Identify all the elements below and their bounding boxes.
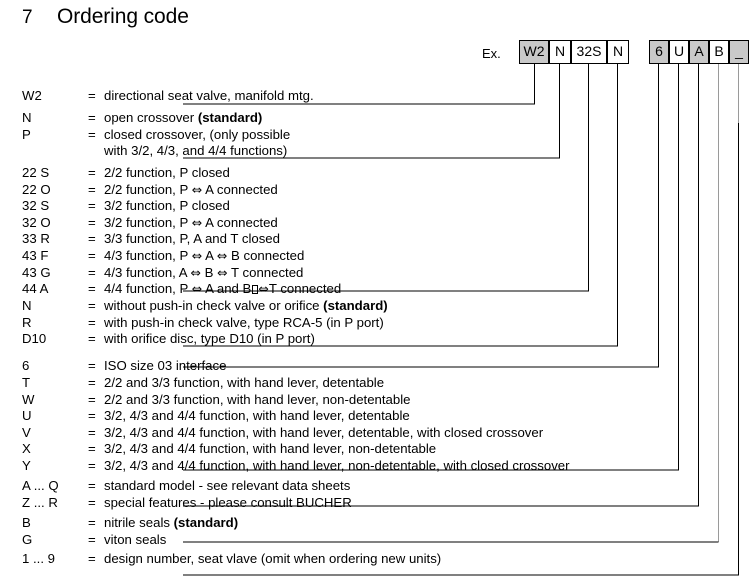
spec-code: 22 O <box>22 181 51 197</box>
spec-equals: = <box>88 478 96 493</box>
spec-equals: = <box>88 110 96 125</box>
spec-description: standard model - see relevant data sheet… <box>104 478 351 493</box>
code-box-9[interactable]: _ <box>729 40 749 64</box>
spec-equals: = <box>88 358 96 373</box>
spec-code: Y <box>22 458 31 473</box>
spec-description: with orifice disc, type D10 (in P port) <box>104 331 315 347</box>
spec-code: U <box>22 408 32 424</box>
page-title: Ordering code <box>57 5 189 28</box>
spec-equals: = <box>88 181 96 197</box>
spec-equals: = <box>88 165 96 180</box>
spec-equals: = <box>88 298 96 313</box>
spec-description: 3/3 function, P, A and T closed <box>104 231 280 247</box>
spec-description: special features - please consult BUCHER <box>104 494 352 510</box>
spec-equals: = <box>88 198 96 214</box>
spec-code: 43 G <box>22 264 51 280</box>
spec-description: 2/2 and 3/3 function, with hand lever, n… <box>104 391 411 407</box>
spec-equals: = <box>88 281 96 297</box>
spec-description: with 3/2, 4/3, and 4/4 functions) <box>104 143 288 159</box>
spec-description: closed crossover, (only possible <box>104 126 291 142</box>
spec-code: B <box>22 515 31 530</box>
spec-description: 3/2 function, P ⇔ A connected <box>104 214 278 230</box>
spec-code: 44 A <box>22 281 49 297</box>
spec-equals: = <box>88 424 96 440</box>
spec-equals: = <box>88 231 96 247</box>
spec-equals: = <box>88 126 96 142</box>
spec-code: Z ... R <box>22 494 58 510</box>
spec-code: 32 S <box>22 198 50 214</box>
spec-equals: = <box>88 408 96 424</box>
spec-description: 4/3 function, A ⇔ B ⇔ T connected <box>104 264 304 280</box>
spec-code: R <box>22 314 32 330</box>
spec-code: G <box>22 531 33 547</box>
spec-description: ISO size 03 interface <box>104 358 227 373</box>
spec-equals: = <box>88 458 96 473</box>
spec-description: 4/3 function, P ⇔ A ⇔ B connected <box>104 248 305 263</box>
spec-code: P <box>22 126 31 142</box>
spec-code: W <box>22 391 35 407</box>
spec-description: nitrile seals (standard) <box>104 515 239 530</box>
spec-description: open crossover (standard) <box>104 110 263 125</box>
spec-description: viton seals <box>104 531 167 547</box>
spec-code: X <box>22 441 31 457</box>
spec-code: 43 F <box>22 248 49 263</box>
spec-code: 33 R <box>22 231 50 247</box>
spec-description: with push-in check valve, type RCA-5 (in… <box>104 314 384 330</box>
spec-equals: = <box>88 441 96 457</box>
spec-equals: = <box>88 494 96 510</box>
spec-code: 22 S <box>22 165 50 180</box>
spec-equals: = <box>88 314 96 330</box>
spec-equals: = <box>88 331 96 347</box>
spec-equals: = <box>88 531 96 547</box>
spec-equals: = <box>88 214 96 230</box>
code-box-8[interactable]: B <box>709 40 729 64</box>
spec-equals: = <box>88 248 96 263</box>
spec-equals: = <box>88 551 96 566</box>
spec-code: W2 <box>22 88 42 103</box>
spec-code: T <box>22 375 31 390</box>
spec-code: A ... Q <box>22 478 59 493</box>
spec-description: 3/2, 4/3 and 4/4 function, with hand lev… <box>104 458 570 473</box>
spec-description: directional seat valve, manifold mtg. <box>104 88 314 103</box>
code-box-3[interactable]: 32S <box>571 40 607 64</box>
spec-description: 3/2 function, P closed <box>104 198 230 214</box>
page-heading: 7 Ordering code <box>0 0 751 44</box>
code-box-7[interactable]: A <box>689 40 709 64</box>
example-label: Ex. <box>482 46 501 61</box>
spec-code: V <box>22 424 31 440</box>
section-number: 7 <box>22 7 33 28</box>
spec-code: D10 <box>22 331 47 347</box>
spec-description: 4/4 function, P ⇔ A and B⇔T connected <box>104 281 342 297</box>
spec-description: 2/2 function, P ⇔ A connected <box>104 181 278 197</box>
spec-description: design number, seat vlave (omit when ord… <box>104 551 442 566</box>
code-box-4[interactable]: N <box>607 40 629 64</box>
code-box-2[interactable]: N <box>549 40 571 64</box>
spec-code: 1 ... 9 <box>22 551 55 566</box>
spec-description: 3/2, 4/3 and 4/4 function, with hand lev… <box>104 408 410 424</box>
spec-code: N <box>22 298 32 313</box>
spec-equals: = <box>88 264 96 280</box>
spec-description: 2/2 and 3/3 function, with hand lever, d… <box>104 375 385 390</box>
spec-description: 3/2, 4/3 and 4/4 function, with hand lev… <box>104 424 544 440</box>
spec-equals: = <box>88 515 96 530</box>
spec-description: 3/2, 4/3 and 4/4 function, with hand lev… <box>104 441 437 457</box>
spec-code: 6 <box>22 358 30 373</box>
code-box-5[interactable]: 6 <box>649 40 669 64</box>
code-box-6[interactable]: U <box>669 40 689 64</box>
code-box-1[interactable]: W2 <box>519 40 549 64</box>
spec-equals: = <box>88 88 96 103</box>
spec-equals: = <box>88 375 96 390</box>
spec-code: 32 O <box>22 214 51 230</box>
spec-description: 2/2 function, P closed <box>104 165 230 180</box>
spec-code: N <box>22 110 32 125</box>
spec-equals: = <box>88 391 96 407</box>
spec-description: without push-in check valve or orifice (… <box>104 298 388 313</box>
